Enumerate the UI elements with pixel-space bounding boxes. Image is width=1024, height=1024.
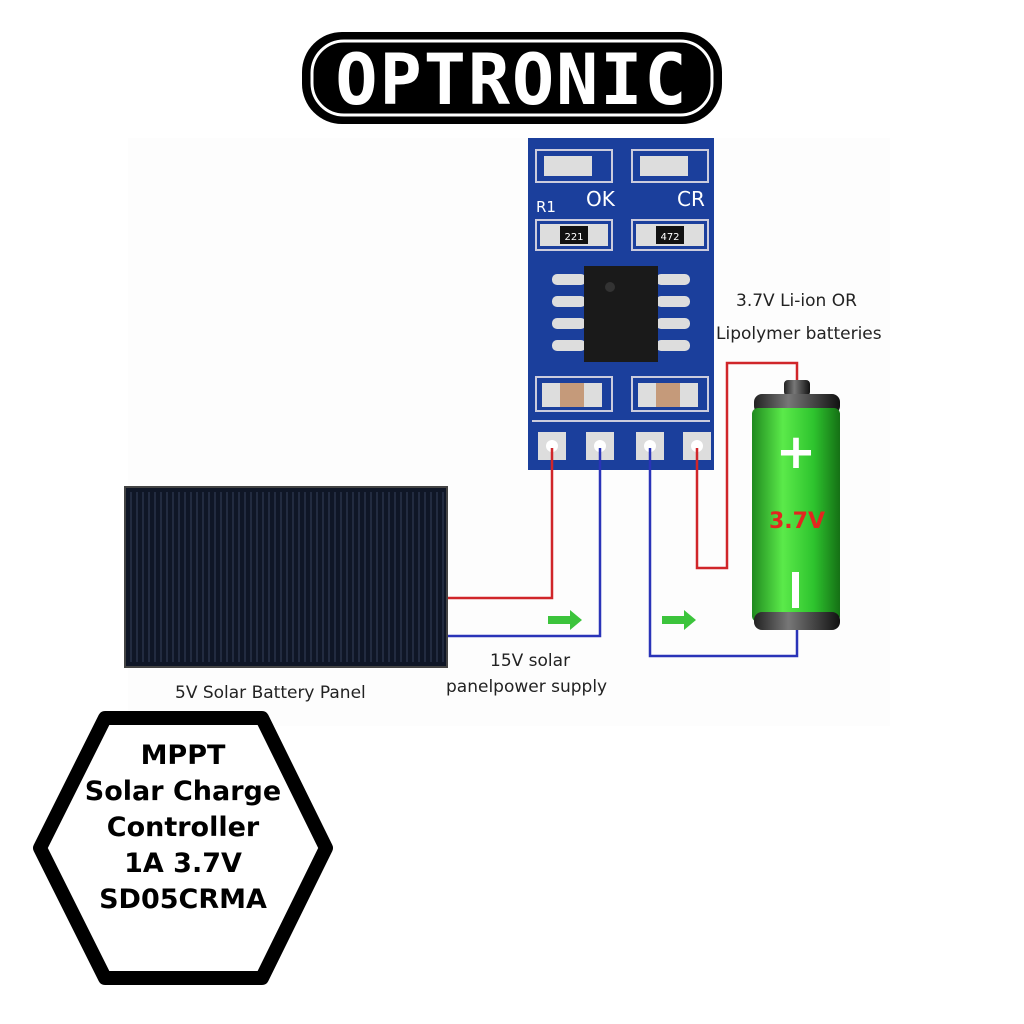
solar-panel <box>124 486 448 668</box>
charge-controller-pcb: R1 OK CR 221 472 <box>528 138 714 470</box>
badge-line: Solar Charge <box>85 776 281 807</box>
battery-voltage: 3.7V <box>769 509 825 534</box>
solar-panel-label: 5V Solar Battery Panel <box>175 683 366 703</box>
product-badge: MPPT Solar Charge Controller 1A 3.7V SD0… <box>33 711 333 985</box>
wire-battery-negative <box>648 448 799 658</box>
wire-solar-negative <box>447 448 602 638</box>
wire-solar-positive <box>447 448 554 600</box>
battery-plus-icon: + <box>776 424 816 480</box>
wire-battery-positive <box>695 361 799 570</box>
ic-chip <box>584 266 658 362</box>
arrow-right-icon <box>662 610 696 630</box>
battery-title-line2: Lipolymer batteries <box>716 324 882 344</box>
battery-title-line1: 3.7V Li-ion OR <box>736 291 857 311</box>
badge-line: MPPT <box>141 740 226 771</box>
badge-line: Controller <box>107 812 260 843</box>
logo-text: OPTRONIC <box>335 39 688 121</box>
supply-label-line1: 15V solar <box>490 651 570 671</box>
battery-minus-icon <box>792 572 799 608</box>
battery: + 3.7V − <box>0 0 840 630</box>
arrow-right-icon <box>548 610 582 630</box>
label-r1: R1 <box>536 198 556 216</box>
badge-line: 1A 3.7V <box>124 848 242 879</box>
badge-line: SD05CRMA <box>99 884 267 915</box>
label-ok: OK <box>586 187 616 211</box>
label-cr: CR <box>677 187 705 211</box>
optronic-logo: OPTRONIC <box>302 32 722 124</box>
wires <box>447 361 799 658</box>
supply-label-line2: panelpower supply <box>446 677 607 697</box>
resistor-221: 221 <box>564 232 583 243</box>
resistor-472: 472 <box>660 232 679 243</box>
battery-minus-text: − <box>0 0 1 1</box>
pcb-terminal-pads <box>538 432 711 460</box>
